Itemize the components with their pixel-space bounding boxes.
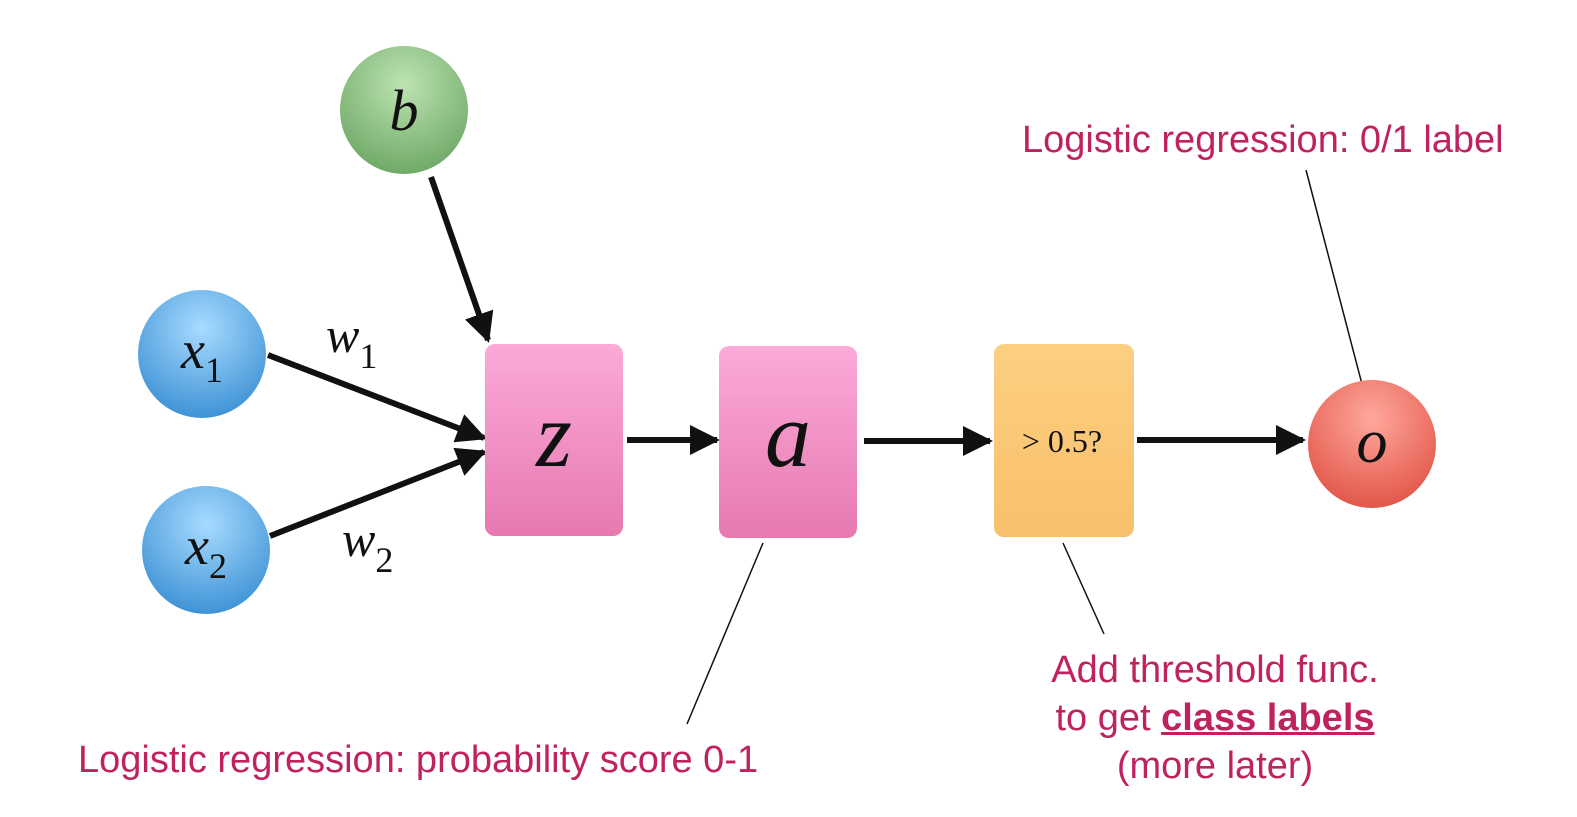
input-node-x2: x2 [142,486,270,614]
threshold-label: > 0.5? [1022,423,1102,459]
b-symbol: b [390,78,419,143]
class-labels-emphasis: class labels [1161,697,1375,739]
callout-line-output [1305,169,1364,389]
w1-subscript: 1 [359,336,377,376]
callout-line-threshold [1062,542,1105,635]
output-node-o: o [1308,380,1436,508]
w2-symbol: w [342,511,375,567]
activation-box-a: a [719,346,857,538]
x1-subscript: 1 [205,350,223,390]
arrow-x2-z [268,447,487,539]
x2-subscript: 2 [209,546,227,586]
x1-symbol: x [180,320,205,380]
threshold-annotation-line3: (more later) [1116,745,1314,787]
callout-line-probability [686,542,764,725]
weight-label-w2: w2 [342,511,393,580]
w1-symbol: w [326,307,359,363]
probability-annotation: Logistic regression: probability score 0… [78,739,759,781]
svg-text:x2: x2 [184,516,227,586]
a-symbol: a [765,384,811,486]
arrow-x1-z [266,352,487,443]
w2-subscript: 2 [375,540,393,580]
threshold-annotation: Add threshold func. to get class labels … [1000,646,1430,790]
svg-text:x1: x1 [180,320,223,390]
weight-label-w1: w1 [326,307,377,376]
bias-node-b: b [340,46,468,174]
x2-symbol: x [184,516,209,576]
output-annotation: Logistic regression: 0/1 label [1022,119,1504,161]
input-node-x1: x1 [138,290,266,418]
o-symbol: o [1357,408,1388,476]
threshold-box: > 0.5? [994,344,1134,537]
threshold-annotation-line2: to get class labels [1000,694,1430,742]
threshold-annotation-line1: Add threshold func. [1051,649,1379,691]
arrow-b-z [428,176,494,343]
z-symbol: z [534,384,572,486]
net-input-box-z: z [485,344,623,536]
threshold-annotation-prefix: to get [1055,697,1162,739]
